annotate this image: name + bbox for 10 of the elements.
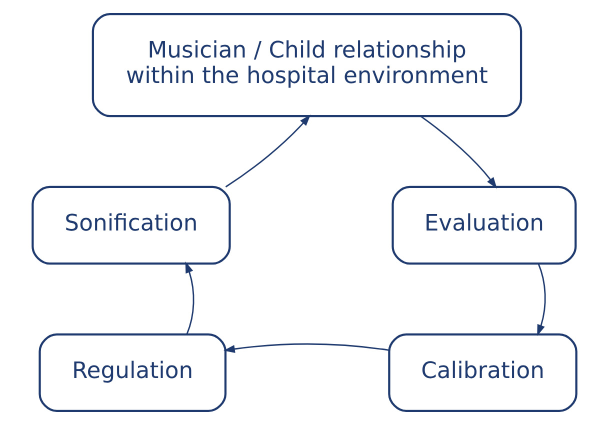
- arrow: [224, 114, 310, 188]
- arrow: [420, 116, 497, 189]
- arrow: [536, 263, 546, 336]
- node-box: Calibration: [388, 333, 577, 412]
- node-box: Regulation: [38, 333, 226, 412]
- node-box: Sonification: [31, 186, 230, 265]
- node-box: Musician / Child relationship within the hospital environment: [91, 12, 522, 118]
- arrow: [223, 343, 388, 353]
- arrow: [184, 262, 194, 334]
- node-box: Evaluation: [391, 186, 576, 265]
